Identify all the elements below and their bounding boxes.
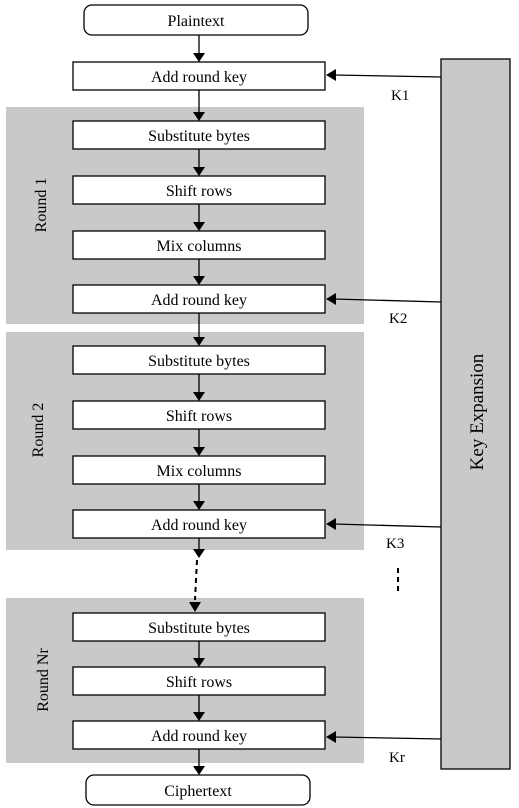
initial-add-round-key-label: Add round key (151, 69, 247, 86)
round-1-shift-rows-box (72, 175, 326, 205)
round-1-shift-rows-label: Shift rows (166, 183, 232, 200)
plaintext-label: Plaintext (168, 13, 225, 30)
round-1-substitute-bytes-box (72, 120, 326, 150)
round-2-label: Round 2 (30, 403, 47, 458)
round-nr-shift-rows-label: Shift rows (166, 674, 232, 691)
round-2-mix-columns-label: Mix columns (157, 463, 242, 480)
round-2-shift-rows-label: Shift rows (166, 408, 232, 425)
round-1-mix-columns-label: Mix columns (157, 238, 242, 255)
key-arrows (326, 69, 442, 743)
round-1-label: Round 1 (33, 178, 50, 233)
key-expansion-label: Key Expansion (467, 353, 488, 470)
ciphertext-label: Ciphertext (164, 783, 232, 800)
round-nr-add-round-key-label: Add round key (151, 728, 247, 745)
key-expansion-box (440, 58, 511, 770)
round-nr-substitute-bytes-box (72, 612, 326, 642)
round-nr-shift-rows-box (72, 666, 326, 696)
round-nr-label: Round Nr (35, 648, 52, 712)
plaintext-box (83, 4, 309, 36)
round-nr-substitute-bytes-label: Substitute bytes (148, 620, 250, 637)
round-2-add-round-key-label: Add round key (151, 517, 247, 534)
round-2-add-round-key-box (72, 509, 326, 539)
round-1-substitute-bytes-label: Substitute bytes (148, 128, 250, 145)
key-label-k2: K2 (389, 311, 407, 327)
round-2-shift-rows-box (72, 400, 326, 430)
key-label-k3: K3 (386, 536, 404, 552)
round-2-substitute-bytes-label: Substitute bytes (148, 353, 250, 370)
key-label-kr: Kr (389, 750, 405, 766)
ciphertext-box (85, 774, 311, 806)
round-1-add-round-key-label: Add round key (151, 292, 247, 309)
flow-arrows (189, 35, 205, 775)
key-label-k1: K1 (391, 88, 409, 104)
